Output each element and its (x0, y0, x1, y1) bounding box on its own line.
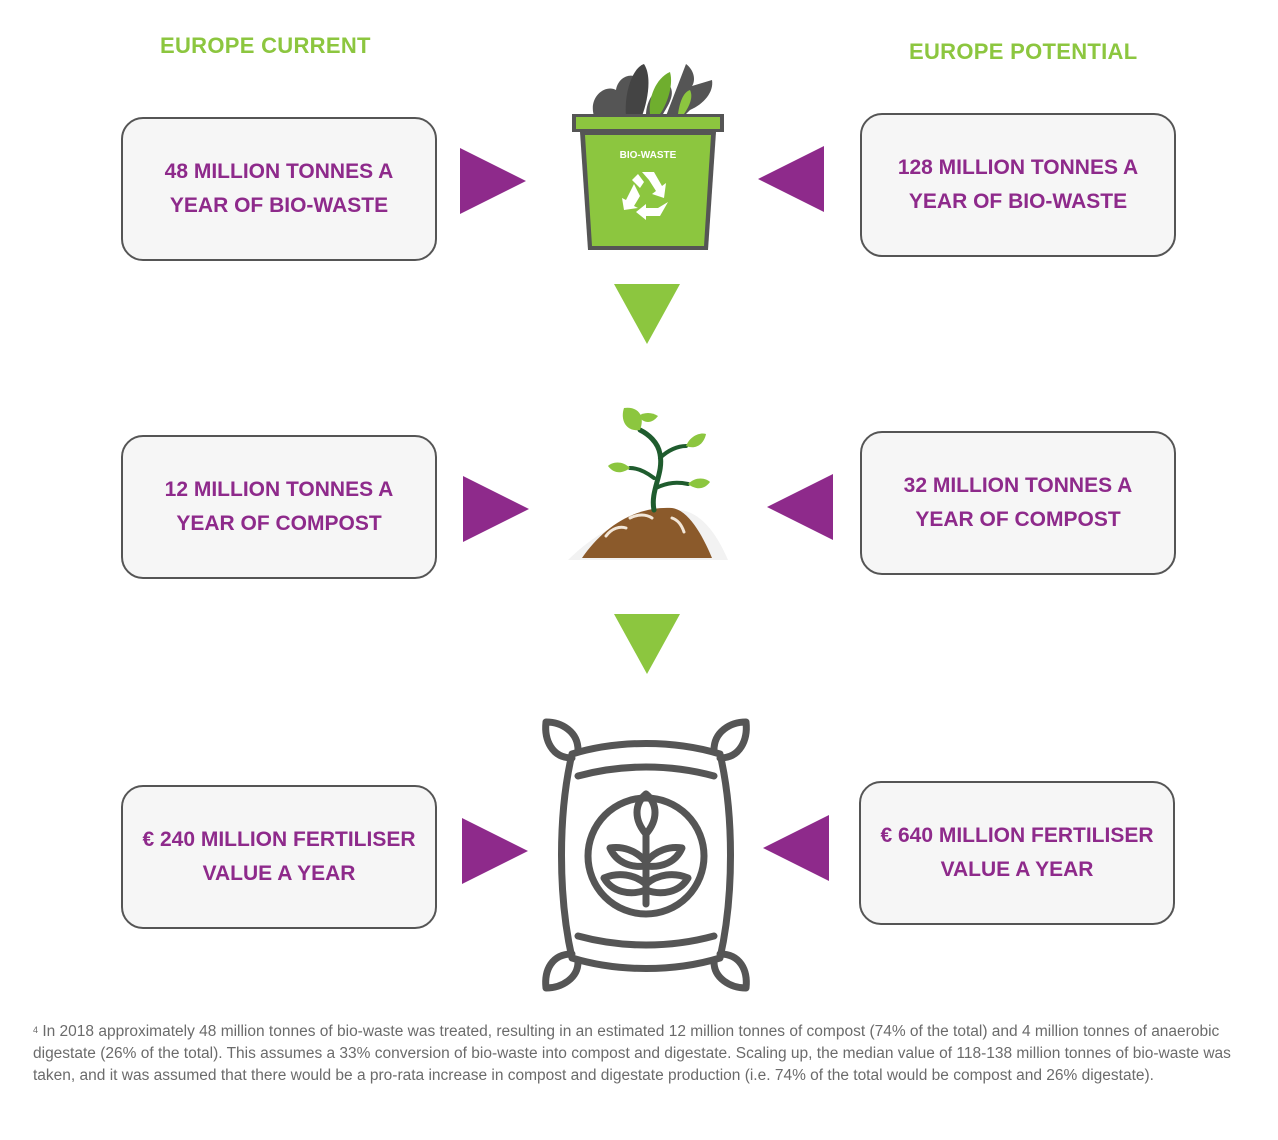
potential-fertiliser-box: € 640 MILLION FERTILISER VALUE A YEAR (859, 781, 1175, 925)
potential-to-bag-arrow (763, 815, 829, 881)
potential-to-compost-arrow (767, 474, 833, 540)
potential-to-bin-arrow (758, 146, 824, 212)
current-fertiliser-line-1: € 240 MILLION FERTILISER (142, 828, 416, 851)
potential-bio-waste-line-1: 128 MILLION TONNES A (897, 156, 1139, 179)
footnote-text: In 2018 approximately 48 million tonnes … (33, 1023, 1231, 1084)
potential-fertiliser-line-1: € 640 MILLION FERTILISER (880, 824, 1154, 847)
potential-compost-line-1: 32 MILLION TONNES A (903, 474, 1133, 497)
potential-compost-line-2: YEAR OF COMPOST (915, 508, 1121, 531)
current-to-bin-arrow (460, 148, 526, 214)
bin-label: BIO-WASTE (620, 150, 677, 161)
potential-bio-waste-line-2: YEAR OF BIO-WASTE (908, 190, 1128, 213)
current-compost-box: 12 MILLION TONNES A YEAR OF COMPOST (121, 435, 437, 579)
europe-potential-header: EUROPE POTENTIAL (909, 39, 1138, 64)
current-to-compost-arrow (463, 476, 529, 542)
bio-waste-bin-icon: BIO-WASTE (572, 64, 724, 250)
europe-current-header: EUROPE CURRENT (160, 33, 371, 58)
current-compost-line-1: 12 MILLION TONNES A (164, 478, 394, 501)
fertiliser-bag-icon (542, 718, 750, 992)
potential-compost-box: 32 MILLION TONNES A YEAR OF COMPOST (860, 431, 1176, 575)
current-bio-waste-line-2: YEAR OF BIO-WASTE (169, 194, 389, 217)
seedling-compost-icon (568, 407, 728, 560)
down-arrow-1 (614, 284, 680, 344)
potential-bio-waste-box: 128 MILLION TONNES A YEAR OF BIO-WASTE (860, 113, 1176, 257)
current-bio-waste-line-1: 48 MILLION TONNES A (164, 160, 394, 183)
footnote: 4 In 2018 approximately 48 million tonne… (33, 1021, 1258, 1087)
down-arrow-2 (614, 614, 680, 674)
potential-fertiliser-line-2: VALUE A YEAR (940, 858, 1094, 881)
current-fertiliser-line-2: VALUE A YEAR (202, 862, 356, 885)
current-bio-waste-box: 48 MILLION TONNES A YEAR OF BIO-WASTE (121, 117, 437, 261)
current-to-bag-arrow (462, 818, 528, 884)
current-fertiliser-box: € 240 MILLION FERTILISER VALUE A YEAR (121, 785, 437, 929)
current-compost-line-2: YEAR OF COMPOST (176, 512, 382, 535)
footnote-marker: 4 (33, 1025, 39, 1035)
